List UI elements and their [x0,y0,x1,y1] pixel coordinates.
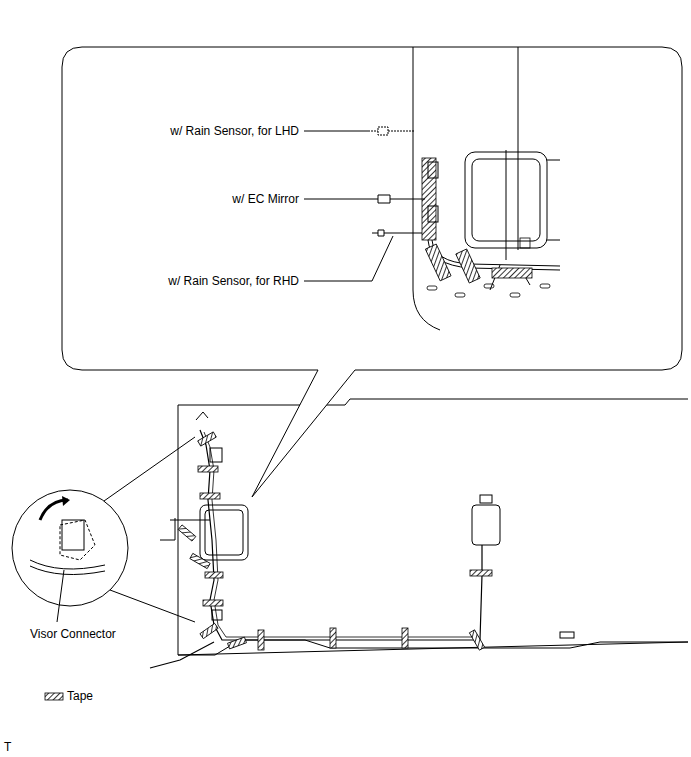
callout-panel: w/ Rain Sensor, for LHD w/ EC Mirror w/ Ra… [62,47,682,370]
part-label: w/ Rain Sensor, for LHD [169,124,300,138]
tape-swatch [45,693,63,700]
part-label: w/ EC Mirror [231,192,300,206]
legend-label: Tape [66,689,94,703]
part-label: w/ Rain Sensor, for RHD [167,274,300,288]
part-label: Visor Connector [29,627,117,641]
figure-mark: T [3,740,12,754]
